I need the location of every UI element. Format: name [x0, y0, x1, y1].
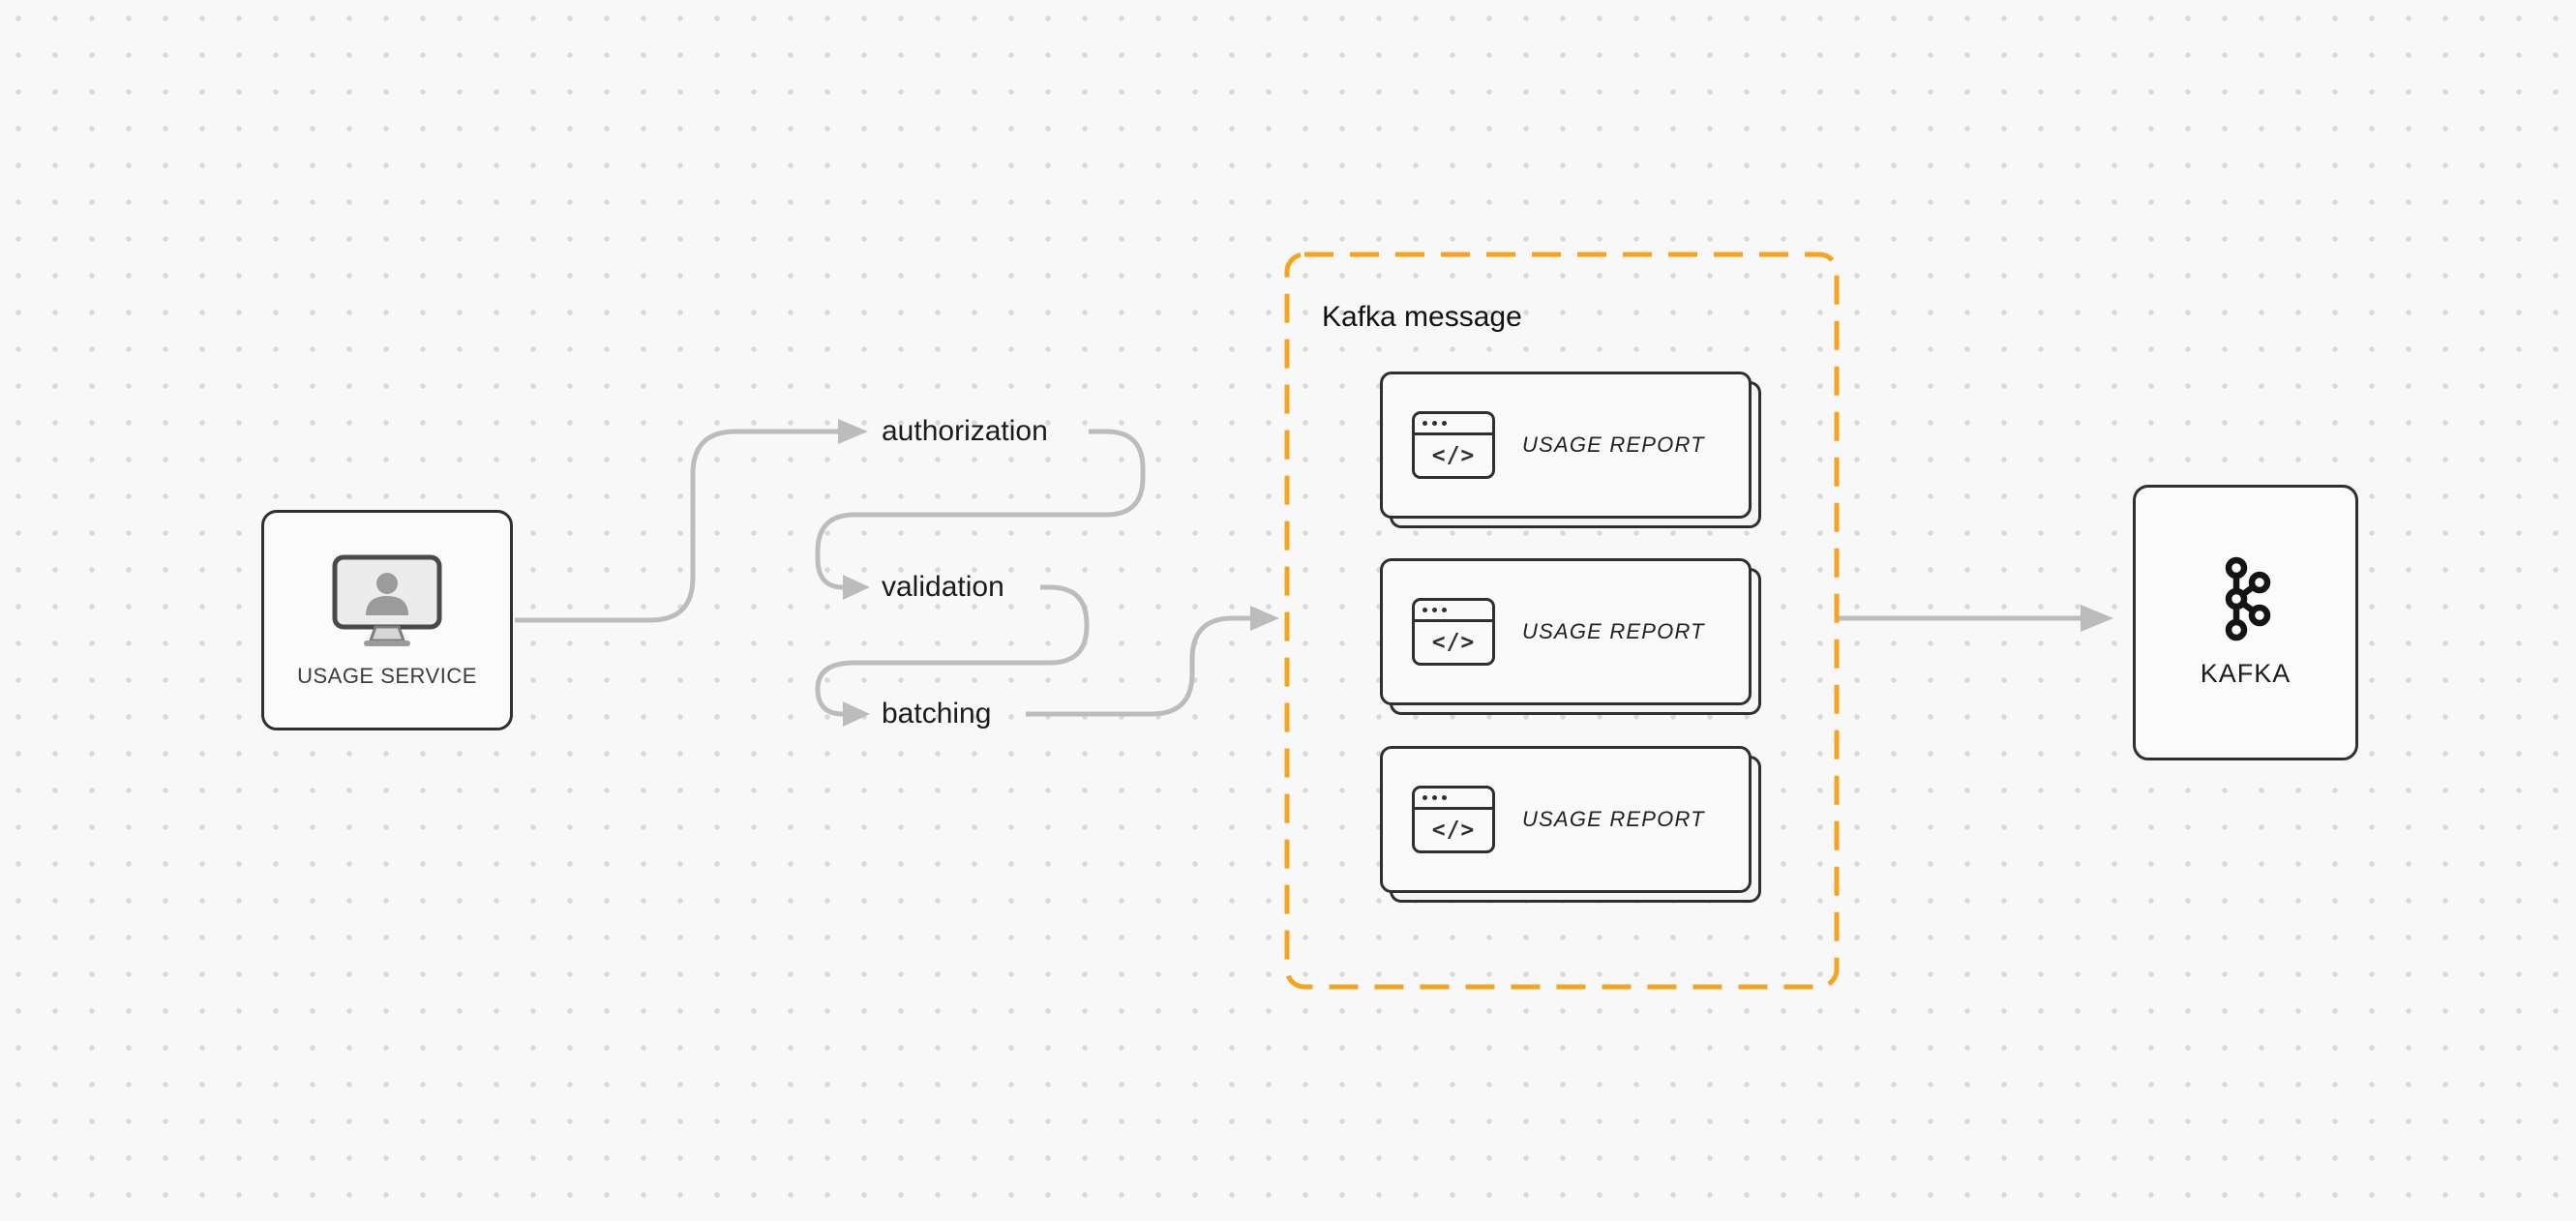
arrowhead-kafka	[2081, 605, 2113, 632]
browser-dot-icon	[1432, 421, 1437, 426]
usage-report-label: USAGE REPORT	[1522, 807, 1705, 831]
connector-usage-to-authorization	[515, 429, 838, 623]
kafka-message-group-title: Kafka message	[1322, 301, 1522, 333]
browser-dot-icon	[1423, 608, 1427, 612]
step-validation: validation	[882, 571, 1004, 603]
step-batching: batching	[882, 698, 992, 730]
browser-dot-icon	[1432, 795, 1437, 800]
browser-code-icon: </>	[1412, 598, 1495, 666]
kafka-logo-icon	[2225, 556, 2270, 641]
browser-dot-icon	[1423, 421, 1427, 426]
browser-icon-titlebar	[1415, 414, 1492, 435]
arrowhead-kafka-message	[1250, 606, 1279, 631]
browser-code-icon: </>	[1412, 411, 1495, 479]
connector-validation-to-batching	[815, 584, 1090, 717]
browser-dot-icon	[1442, 421, 1447, 426]
step-authorization: authorization	[882, 415, 1048, 447]
connector-batching-to-kafka-message	[1026, 615, 1250, 717]
usage-service-label: USAGE SERVICE	[297, 664, 477, 688]
usage-report-label: USAGE REPORT	[1522, 619, 1705, 643]
browser-dot-icon	[1423, 795, 1427, 800]
arrowhead-batching	[843, 701, 870, 727]
browser-icon-titlebar	[1415, 601, 1492, 622]
arrowhead-authorization	[838, 419, 868, 444]
usage-report-card: </> USAGE REPORT	[1380, 372, 1752, 519]
usage-service-node: USAGE SERVICE	[261, 510, 513, 730]
monitor-user-icon	[332, 554, 442, 646]
arrowhead-validation	[843, 575, 870, 600]
usage-report-card: </> USAGE REPORT	[1380, 746, 1752, 893]
code-glyph-icon: </>	[1431, 818, 1476, 843]
usage-report-label: USAGE REPORT	[1522, 432, 1705, 457]
kafka-node: KAFKA	[2133, 485, 2358, 760]
browser-dot-icon	[1442, 608, 1447, 612]
connector-authorization-to-validation	[815, 429, 1146, 590]
usage-report-card: </> USAGE REPORT	[1380, 558, 1752, 705]
code-glyph-icon: </>	[1431, 630, 1476, 655]
kafka-message-group-border	[1284, 252, 1840, 990]
browser-icon-titlebar	[1415, 789, 1492, 810]
browser-dot-icon	[1442, 795, 1447, 800]
browser-code-icon: </>	[1412, 786, 1495, 853]
code-glyph-icon: </>	[1431, 443, 1476, 468]
browser-dot-icon	[1432, 608, 1437, 612]
kafka-label: KAFKA	[2200, 659, 2291, 688]
